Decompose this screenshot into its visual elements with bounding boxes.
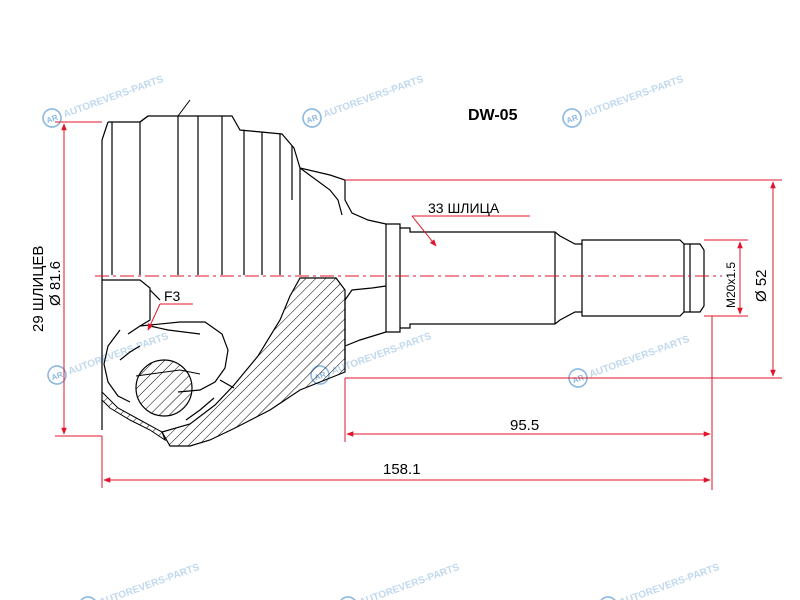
outer-shaft	[344, 223, 705, 360]
seal-diameter-label: Ø 52	[753, 269, 770, 302]
outer-spline-label: 33 ШЛИЦА	[428, 200, 500, 216]
watermark-3: AUTOREVERS-PARTS	[559, 74, 685, 131]
watermark-group: AUTOREVERS-PARTS AUTOREVERS-PARTS AUTORE…	[39, 74, 721, 600]
svg-text:AUTOREVERS-PARTS: AUTOREVERS-PARTS	[62, 74, 165, 121]
watermark-9: AUTOREVERS-PARTS	[595, 562, 721, 600]
svg-text:AUTOREVERS-PARTS: AUTOREVERS-PARTS	[588, 334, 691, 381]
watermark-7: AUTOREVERS-PARTS	[75, 562, 201, 600]
svg-text:AUTOREVERS-PARTS: AUTOREVERS-PARTS	[582, 74, 685, 121]
shaft-length-label: 95.5	[510, 417, 539, 434]
feature-f3-label: F3	[164, 288, 181, 304]
svg-text:AUTOREVERS-PARTS: AUTOREVERS-PARTS	[358, 562, 461, 600]
svg-text:AUTOREVERS-PARTS: AUTOREVERS-PARTS	[618, 562, 721, 600]
part-number-label: DW-05	[468, 107, 518, 124]
sectioned-housing	[101, 277, 346, 447]
svg-text:AUTOREVERS-PARTS: AUTOREVERS-PARTS	[322, 74, 425, 121]
svg-text:AUTOREVERS-PARTS: AUTOREVERS-PARTS	[98, 562, 201, 600]
watermark-6: AUTOREVERS-PARTS	[565, 334, 691, 391]
thread-label: M20x1.5	[724, 262, 738, 308]
bell-housing	[101, 99, 387, 430]
ball-section	[135, 359, 201, 417]
watermark-2: AUTOREVERS-PARTS	[299, 74, 425, 131]
inner-race	[102, 279, 235, 421]
dimension-lines	[55, 121, 782, 490]
total-length-label: 158.1	[383, 461, 421, 478]
inner-spline-label: 29 ШЛИЦЕВ	[30, 246, 47, 332]
watermark-8: AUTOREVERS-PARTS	[335, 562, 461, 600]
watermark-1: AUTOREVERS-PARTS	[39, 74, 165, 131]
bell-diameter-label: Ø 81.6	[47, 261, 64, 306]
